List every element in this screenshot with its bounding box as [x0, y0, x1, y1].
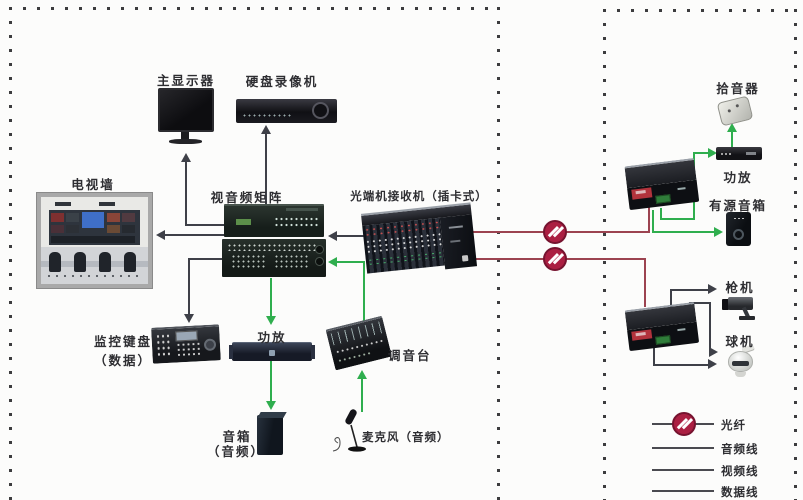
arrow-right-icon [708, 284, 717, 294]
label-active-speaker: 有源音箱 [708, 199, 767, 213]
arrow-up-icon [181, 153, 191, 162]
arrow-up-icon [727, 123, 737, 132]
connector-matrix-to-keyboard-h [189, 258, 225, 260]
label-matrix: 视音频矩阵 [210, 191, 284, 205]
legend-line-video [652, 469, 714, 471]
left-section-border-top [9, 7, 499, 10]
optical-transceiver-2-device [624, 301, 700, 353]
label-dome-camera: 球机 [725, 335, 755, 349]
fiber-node-icon [543, 220, 567, 244]
right-section-border-left [603, 9, 606, 500]
arrow-down-icon [266, 401, 276, 410]
connector-matrix-to-keyboard-v [188, 258, 190, 314]
connector-matrix-to-dvr [265, 134, 267, 205]
mixer-device [325, 315, 393, 373]
label-pickup: 拾音器 [716, 82, 760, 96]
connector-t1-to-amp-h2 [693, 152, 710, 154]
label-amp-right: 功放 [723, 171, 753, 185]
legend-label-audio: 音频线 [721, 444, 759, 456]
fiber-node-icon [543, 247, 567, 271]
connector-amp-to-speaker [270, 361, 272, 402]
optical-receiver-device [360, 202, 478, 277]
microphone-icon [332, 409, 366, 452]
arrow-right-icon [708, 148, 717, 158]
label-speaker-line1: 音箱 [222, 430, 252, 444]
left-section-border-right [497, 7, 500, 500]
active-speaker-device [726, 212, 751, 246]
arrow-right-icon [709, 347, 718, 357]
tv-wall-photo [37, 193, 152, 288]
arrow-left-icon [328, 231, 337, 241]
label-optical-receiver: 光端机接收机（插卡式） [350, 191, 488, 203]
label-main-monitor: 主显示器 [156, 74, 215, 88]
legend-label-data: 数据线 [721, 487, 759, 499]
dome-camera-icon [726, 344, 756, 379]
label-speaker-line2: （音频） [206, 445, 265, 459]
optical-transceiver-1-device [624, 157, 700, 213]
connector-matrix-to-monitor-h [186, 224, 224, 226]
fiber-legend-icon [672, 412, 696, 436]
legend-label-fiber: 光纤 [721, 420, 746, 432]
connector-mixer-to-matrix-v [363, 261, 365, 321]
fiber-link-upper-v [648, 207, 650, 233]
amplifier-left-device [229, 342, 315, 361]
arrow-right-icon [708, 359, 717, 369]
connector-t2-to-dome1-v2 [709, 302, 711, 352]
arrow-down-icon [266, 316, 276, 325]
label-amp-left: 功放 [257, 331, 287, 345]
label-gun-camera: 枪机 [725, 281, 755, 295]
speaker-device [257, 412, 287, 455]
connector-t2-to-gun-v [670, 291, 672, 308]
arrow-left-icon [328, 257, 337, 267]
connector-t2-to-dome2-v [653, 345, 655, 366]
connector-amp-to-pickup [731, 132, 733, 148]
label-dvr: 硬盘录像机 [245, 75, 319, 89]
legend-line-audio [652, 447, 714, 449]
connector-mixer-to-matrix-h [337, 261, 365, 263]
connector-t2-to-dome2-h [653, 364, 710, 366]
amplifier-right-device [716, 147, 762, 161]
pickup-device [716, 95, 754, 127]
legend-line-data [652, 490, 714, 492]
arrow-right-icon [714, 227, 723, 237]
arrow-up-icon [261, 125, 271, 134]
label-keyboard-line1: 监控键盘 [94, 335, 153, 349]
main-monitor-device [158, 88, 214, 146]
legend-label-video: 视频线 [721, 466, 759, 478]
arrow-up-icon [357, 370, 367, 379]
right-section-border-top [603, 9, 797, 12]
connector-matrix-to-monitor-v [185, 162, 187, 226]
connector-t1-to-amp-v1 [660, 208, 662, 220]
arrow-left-icon [156, 230, 165, 240]
gun-camera-icon [722, 293, 760, 320]
connector-t1-to-activespeaker-h [652, 231, 716, 233]
av-matrix-device [222, 204, 326, 277]
right-section-border-right [794, 9, 797, 500]
label-keyboard-line2: （数据） [94, 354, 153, 368]
left-section-border-left [9, 7, 12, 500]
control-keyboard-device [151, 324, 221, 366]
label-microphone: 麦克风（音频） [362, 432, 450, 444]
connector-matrix-to-tvwall [165, 234, 224, 236]
connector-matrix-to-amp [270, 278, 272, 317]
connector-t2-to-dome1-h [689, 302, 711, 304]
fiber-link-lower-v [644, 258, 646, 307]
dvr-device [236, 99, 337, 123]
connector-t2-to-gun-h [670, 289, 710, 291]
label-mixer: 调音台 [388, 349, 432, 363]
connector-receiver-to-matrix [337, 235, 367, 237]
connector-t1-to-amp-h1 [660, 218, 695, 220]
label-tv-wall: 电视墙 [71, 178, 115, 192]
connector-mic-to-mixer [361, 379, 363, 412]
arrow-down-icon [184, 314, 194, 323]
connector-t1-to-activespeaker-v [652, 210, 654, 233]
